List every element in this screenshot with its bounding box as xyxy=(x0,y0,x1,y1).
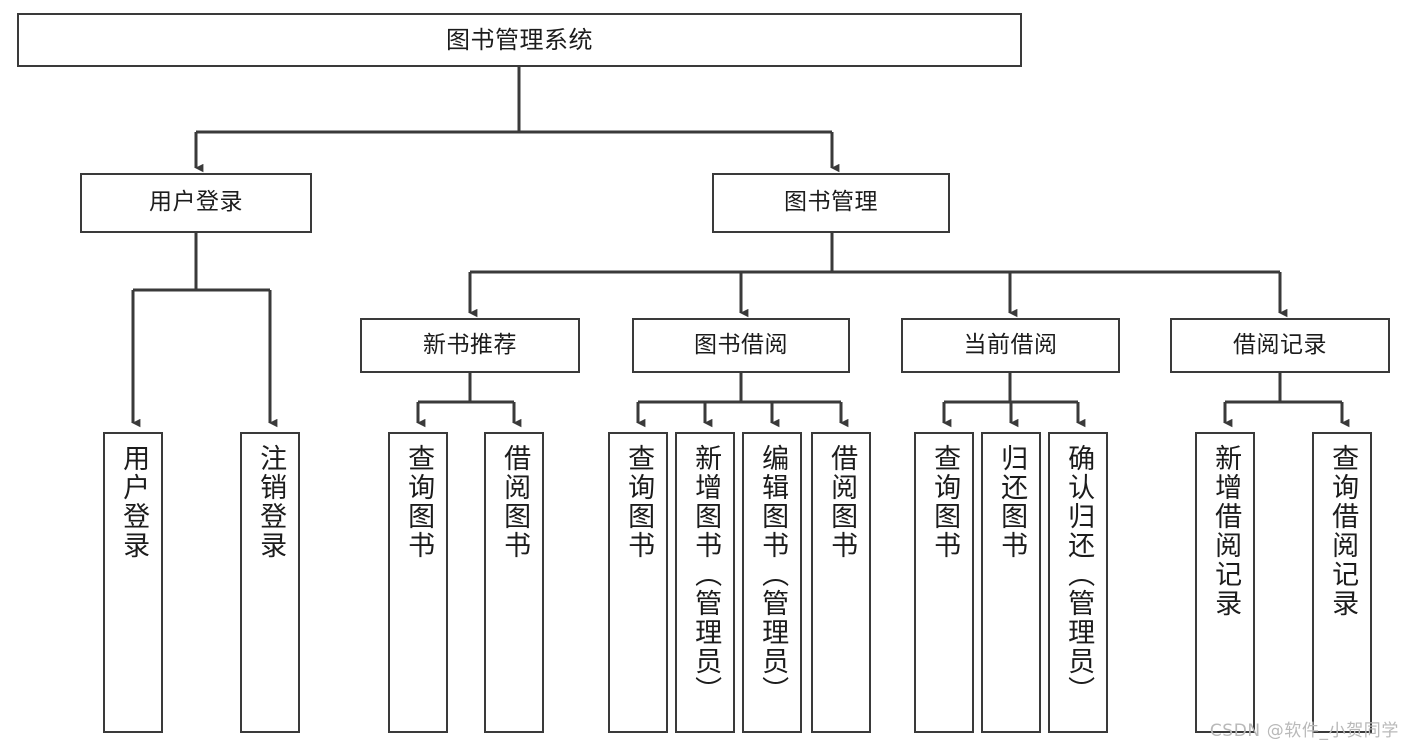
node-new-book-rec-label: 新书推荐 xyxy=(423,331,517,358)
node-leaf-add-book-label: 新增图书（管理员） xyxy=(690,444,722,705)
node-leaf-add-book[interactable]: 新增图书（管理员） xyxy=(675,432,735,733)
node-book-manage-label: 图书管理 xyxy=(784,189,878,216)
node-leaf-query-record[interactable]: 查询借阅记录 xyxy=(1312,432,1372,733)
node-leaf-edit-book-label: 编辑图书（管理员） xyxy=(757,444,789,705)
node-new-book-rec[interactable]: 新书推荐 xyxy=(360,318,580,373)
node-leaf-user-login[interactable]: 用户登录 xyxy=(103,432,163,733)
node-leaf-borrow-book-2-label: 借阅图书 xyxy=(826,444,858,560)
node-current-borrow-label: 当前借阅 xyxy=(963,331,1058,358)
node-user-login-label: 用户登录 xyxy=(149,189,243,216)
node-leaf-query-record-label: 查询借阅记录 xyxy=(1327,444,1359,618)
node-leaf-add-record[interactable]: 新增借阅记录 xyxy=(1195,432,1255,733)
node-book-manage[interactable]: 图书管理 xyxy=(712,173,950,233)
node-current-borrow[interactable]: 当前借阅 xyxy=(901,318,1120,373)
node-leaf-user-login-label: 用户登录 xyxy=(118,444,150,560)
node-borrow-record-label: 借阅记录 xyxy=(1233,331,1327,358)
node-leaf-query-book-2-label: 查询图书 xyxy=(623,444,655,560)
node-leaf-query-book-1[interactable]: 查询图书 xyxy=(388,432,448,733)
node-book-borrow[interactable]: 图书借阅 xyxy=(632,318,850,373)
node-leaf-borrow-book-2[interactable]: 借阅图书 xyxy=(811,432,871,733)
node-leaf-query-book-3[interactable]: 查询图书 xyxy=(914,432,974,733)
node-user-login[interactable]: 用户登录 xyxy=(80,173,312,233)
node-book-borrow-label: 图书借阅 xyxy=(694,331,788,358)
watermark: CSDN @软件_小贺同学 xyxy=(1209,721,1399,741)
node-leaf-query-book-2[interactable]: 查询图书 xyxy=(608,432,668,733)
node-leaf-query-book-3-label: 查询图书 xyxy=(929,444,961,560)
node-leaf-return-book-label: 归还图书 xyxy=(996,444,1028,560)
node-leaf-borrow-book-1-label: 借阅图书 xyxy=(499,444,531,560)
node-leaf-edit-book[interactable]: 编辑图书（管理员） xyxy=(742,432,802,733)
node-borrow-record[interactable]: 借阅记录 xyxy=(1170,318,1390,373)
node-leaf-return-book[interactable]: 归还图书 xyxy=(981,432,1041,733)
node-leaf-query-book-1-label: 查询图书 xyxy=(403,444,435,560)
node-leaf-logout-login-label: 注销登录 xyxy=(255,444,287,560)
node-leaf-confirm-return-label: 确认归还（管理员） xyxy=(1063,444,1095,705)
node-leaf-borrow-book-1[interactable]: 借阅图书 xyxy=(484,432,544,733)
node-leaf-logout-login[interactable]: 注销登录 xyxy=(240,432,300,733)
node-root[interactable]: 图书管理系统 xyxy=(17,13,1022,67)
node-leaf-add-record-label: 新增借阅记录 xyxy=(1210,444,1242,618)
node-root-label: 图书管理系统 xyxy=(446,25,593,54)
node-leaf-confirm-return[interactable]: 确认归还（管理员） xyxy=(1048,432,1108,733)
